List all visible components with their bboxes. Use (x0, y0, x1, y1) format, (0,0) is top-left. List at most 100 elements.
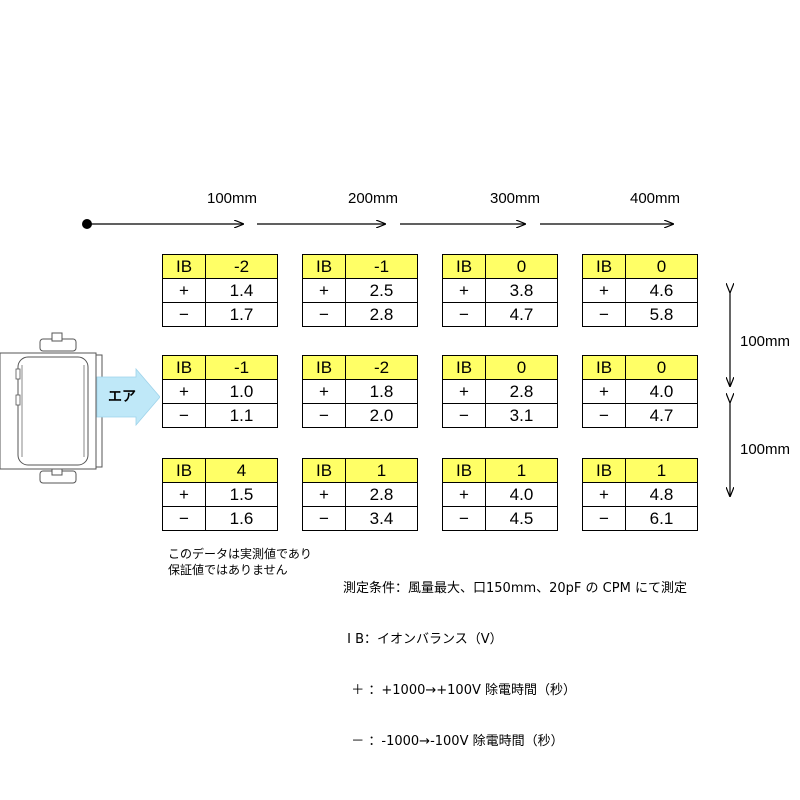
row-key-minus: − (442, 403, 486, 428)
value-ib: 0 (625, 254, 698, 279)
condition-line-1: 測定条件：風量最大、口150mm、20pF の CPM にて測定 (343, 581, 687, 596)
row-key-minus: − (442, 506, 486, 531)
value-minus: 2.8 (345, 302, 418, 327)
value-plus: 1.8 (345, 379, 418, 404)
value-minus: 1.6 (205, 506, 278, 531)
table-row-minus: −6.1 (582, 506, 698, 531)
value-plus: 1.5 (205, 482, 278, 507)
table-row-plus: +4.0 (442, 482, 558, 507)
value-plus: 4.0 (625, 379, 698, 404)
row-key-plus: + (162, 482, 206, 507)
distance-label-400mm: 400mm (630, 190, 681, 207)
row-key-ib: IB (442, 458, 486, 483)
table-row-minus: −4.7 (582, 403, 698, 428)
condition-line-3: ＋ ：+1000→+100V 除電時間（秒） (343, 683, 576, 698)
measurement-table: IB-2+1.8−2.0 (302, 355, 418, 428)
distance-label-300mm: 300mm (490, 190, 541, 207)
table-row-minus: −1.6 (162, 506, 278, 531)
table-row-plus: +4.0 (582, 379, 698, 404)
table-row-minus: −1.1 (162, 403, 278, 428)
table-row-ib: IB-1 (302, 254, 418, 279)
row-key-minus: − (162, 302, 206, 327)
table-row-plus: +1.5 (162, 482, 278, 507)
row-key-ib: IB (442, 254, 486, 279)
value-ib: 4 (205, 458, 278, 483)
value-ib: -1 (205, 355, 278, 380)
vertical-label-lower: 100mm (740, 441, 791, 458)
disclaimer-line-1: このデータは実測値であり (168, 547, 312, 561)
value-minus: 3.1 (485, 403, 558, 428)
value-plus: 2.5 (345, 278, 418, 303)
row-key-minus: − (302, 403, 346, 428)
row-key-plus: + (162, 379, 206, 404)
table-row-minus: −5.8 (582, 302, 698, 327)
row-key-minus: − (302, 302, 346, 327)
value-minus: 6.1 (625, 506, 698, 531)
row-key-minus: − (162, 506, 206, 531)
table-row-minus: −3.1 (442, 403, 558, 428)
condition-line-4: － ：-1000→-100V 除電時間（秒） (343, 734, 564, 749)
table-row-minus: −2.0 (302, 403, 418, 428)
value-minus: 1.7 (205, 302, 278, 327)
value-ib: 1 (485, 458, 558, 483)
row-key-plus: + (442, 278, 486, 303)
value-ib: -2 (205, 254, 278, 279)
value-ib: -2 (345, 355, 418, 380)
row-key-plus: + (582, 379, 626, 404)
table-row-plus: +2.5 (302, 278, 418, 303)
measurement-conditions: 測定条件：風量最大、口150mm、20pF の CPM にて測定 I B：イオン… (343, 546, 687, 767)
row-key-ib: IB (582, 355, 626, 380)
row-key-minus: − (162, 403, 206, 428)
row-key-minus: − (302, 506, 346, 531)
disclaimer-line-2: 保証値ではありません (168, 563, 288, 577)
vertical-label-upper: 100mm (740, 333, 791, 350)
table-row-minus: −1.7 (162, 302, 278, 327)
value-minus: 2.0 (345, 403, 418, 428)
measurement-table: IB-1+1.0−1.1 (162, 355, 278, 428)
table-row-plus: +1.0 (162, 379, 278, 404)
table-row-plus: +1.8 (302, 379, 418, 404)
value-minus: 4.7 (625, 403, 698, 428)
table-row-minus: −2.8 (302, 302, 418, 327)
row-key-plus: + (442, 379, 486, 404)
table-row-plus: +4.8 (582, 482, 698, 507)
row-key-minus: − (582, 403, 626, 428)
ionizer-device (0, 332, 160, 484)
row-key-minus: − (582, 302, 626, 327)
row-key-ib: IB (582, 254, 626, 279)
table-row-minus: −4.5 (442, 506, 558, 531)
table-row-ib: IB-2 (162, 254, 278, 279)
row-key-plus: + (442, 482, 486, 507)
value-plus: 1.4 (205, 278, 278, 303)
value-minus: 4.7 (485, 302, 558, 327)
value-ib: 0 (625, 355, 698, 380)
disclaimer-note: このデータは実測値であり 保証値ではありません (168, 546, 312, 578)
row-key-plus: + (302, 278, 346, 303)
value-ib: -1 (345, 254, 418, 279)
row-key-ib: IB (162, 458, 206, 483)
row-key-ib: IB (162, 254, 206, 279)
table-row-minus: −3.4 (302, 506, 418, 531)
value-plus: 2.8 (345, 482, 418, 507)
row-key-minus: − (442, 302, 486, 327)
value-ib: 1 (345, 458, 418, 483)
table-row-plus: +2.8 (442, 379, 558, 404)
value-ib: 1 (625, 458, 698, 483)
air-arrow-shape (96, 367, 160, 427)
table-row-plus: +2.8 (302, 482, 418, 507)
value-minus: 1.1 (205, 403, 278, 428)
